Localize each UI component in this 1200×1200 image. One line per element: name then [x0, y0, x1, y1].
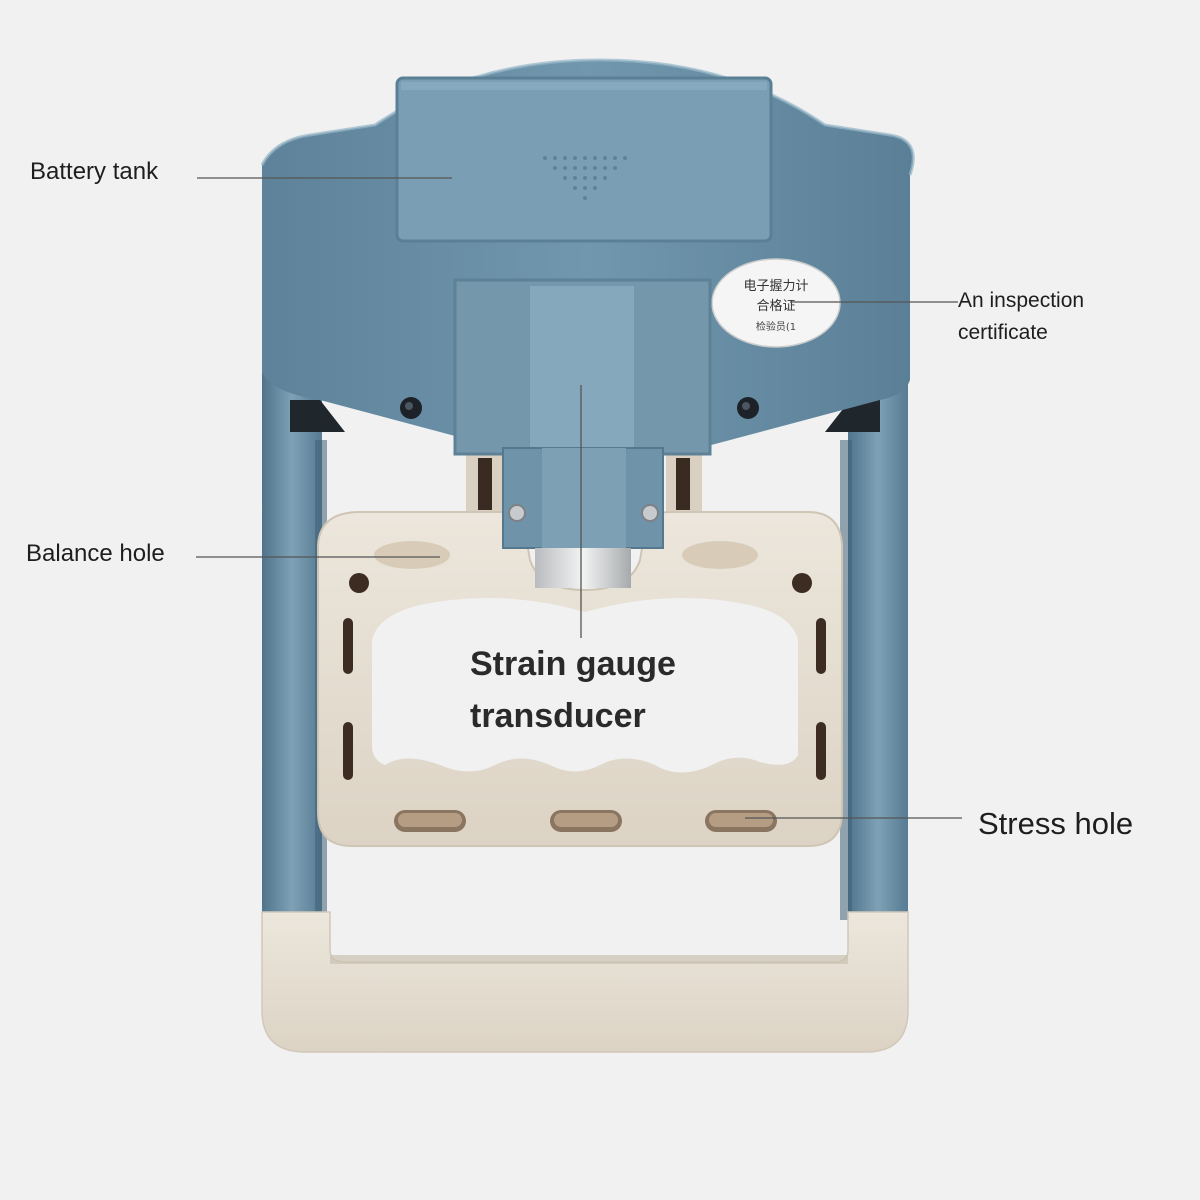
- left-dark-window: [290, 400, 345, 432]
- balance-hole-right: [682, 541, 758, 569]
- sticker-line-1: 电子握力计: [743, 279, 808, 294]
- battery-compartment-cover: [395, 76, 773, 243]
- label-strain-gauge-line2: transducer: [470, 697, 646, 735]
- right-side-slot-lower: [816, 722, 826, 780]
- balance-hole-left: [374, 541, 450, 569]
- label-inspection-certificate-line1: An inspection: [958, 289, 1085, 312]
- transducer-screw-left: [508, 504, 526, 522]
- grip-corner-dot-right: [792, 573, 812, 593]
- sticker-line-2: 合格证: [756, 298, 795, 314]
- label-battery-tank: Battery tank: [30, 158, 159, 185]
- label-strain-gauge-transducer: Strain gauge transducer: [470, 638, 676, 742]
- label-balance-hole: Balance hole: [26, 540, 165, 567]
- right-dark-window: [825, 400, 880, 432]
- transducer-screw-right: [641, 504, 659, 522]
- label-inspection-certificate: An inspection certificate: [958, 285, 1084, 349]
- right-frame-leg: [840, 360, 908, 920]
- left-side-slot-upper: [343, 618, 353, 674]
- grip-corner-dot-left: [349, 573, 369, 593]
- label-stress-hole: Stress hole: [978, 806, 1134, 841]
- label-strain-gauge-line1: Strain gauge: [470, 645, 676, 683]
- label-inspection-certificate-line2: certificate: [958, 321, 1048, 344]
- inspection-certificate-sticker: 电子握力计 合格证 检验员(1: [711, 258, 841, 348]
- grip-plate: [317, 511, 843, 847]
- strain-gauge-transducer: [453, 278, 712, 588]
- left-head-screw: [400, 397, 422, 419]
- left-side-slot-lower: [343, 722, 353, 780]
- sticker-line-3: 检验员(1: [756, 320, 796, 333]
- bottom-handle: [261, 911, 909, 1053]
- right-side-slot-upper: [816, 618, 826, 674]
- right-head-screw: [737, 397, 759, 419]
